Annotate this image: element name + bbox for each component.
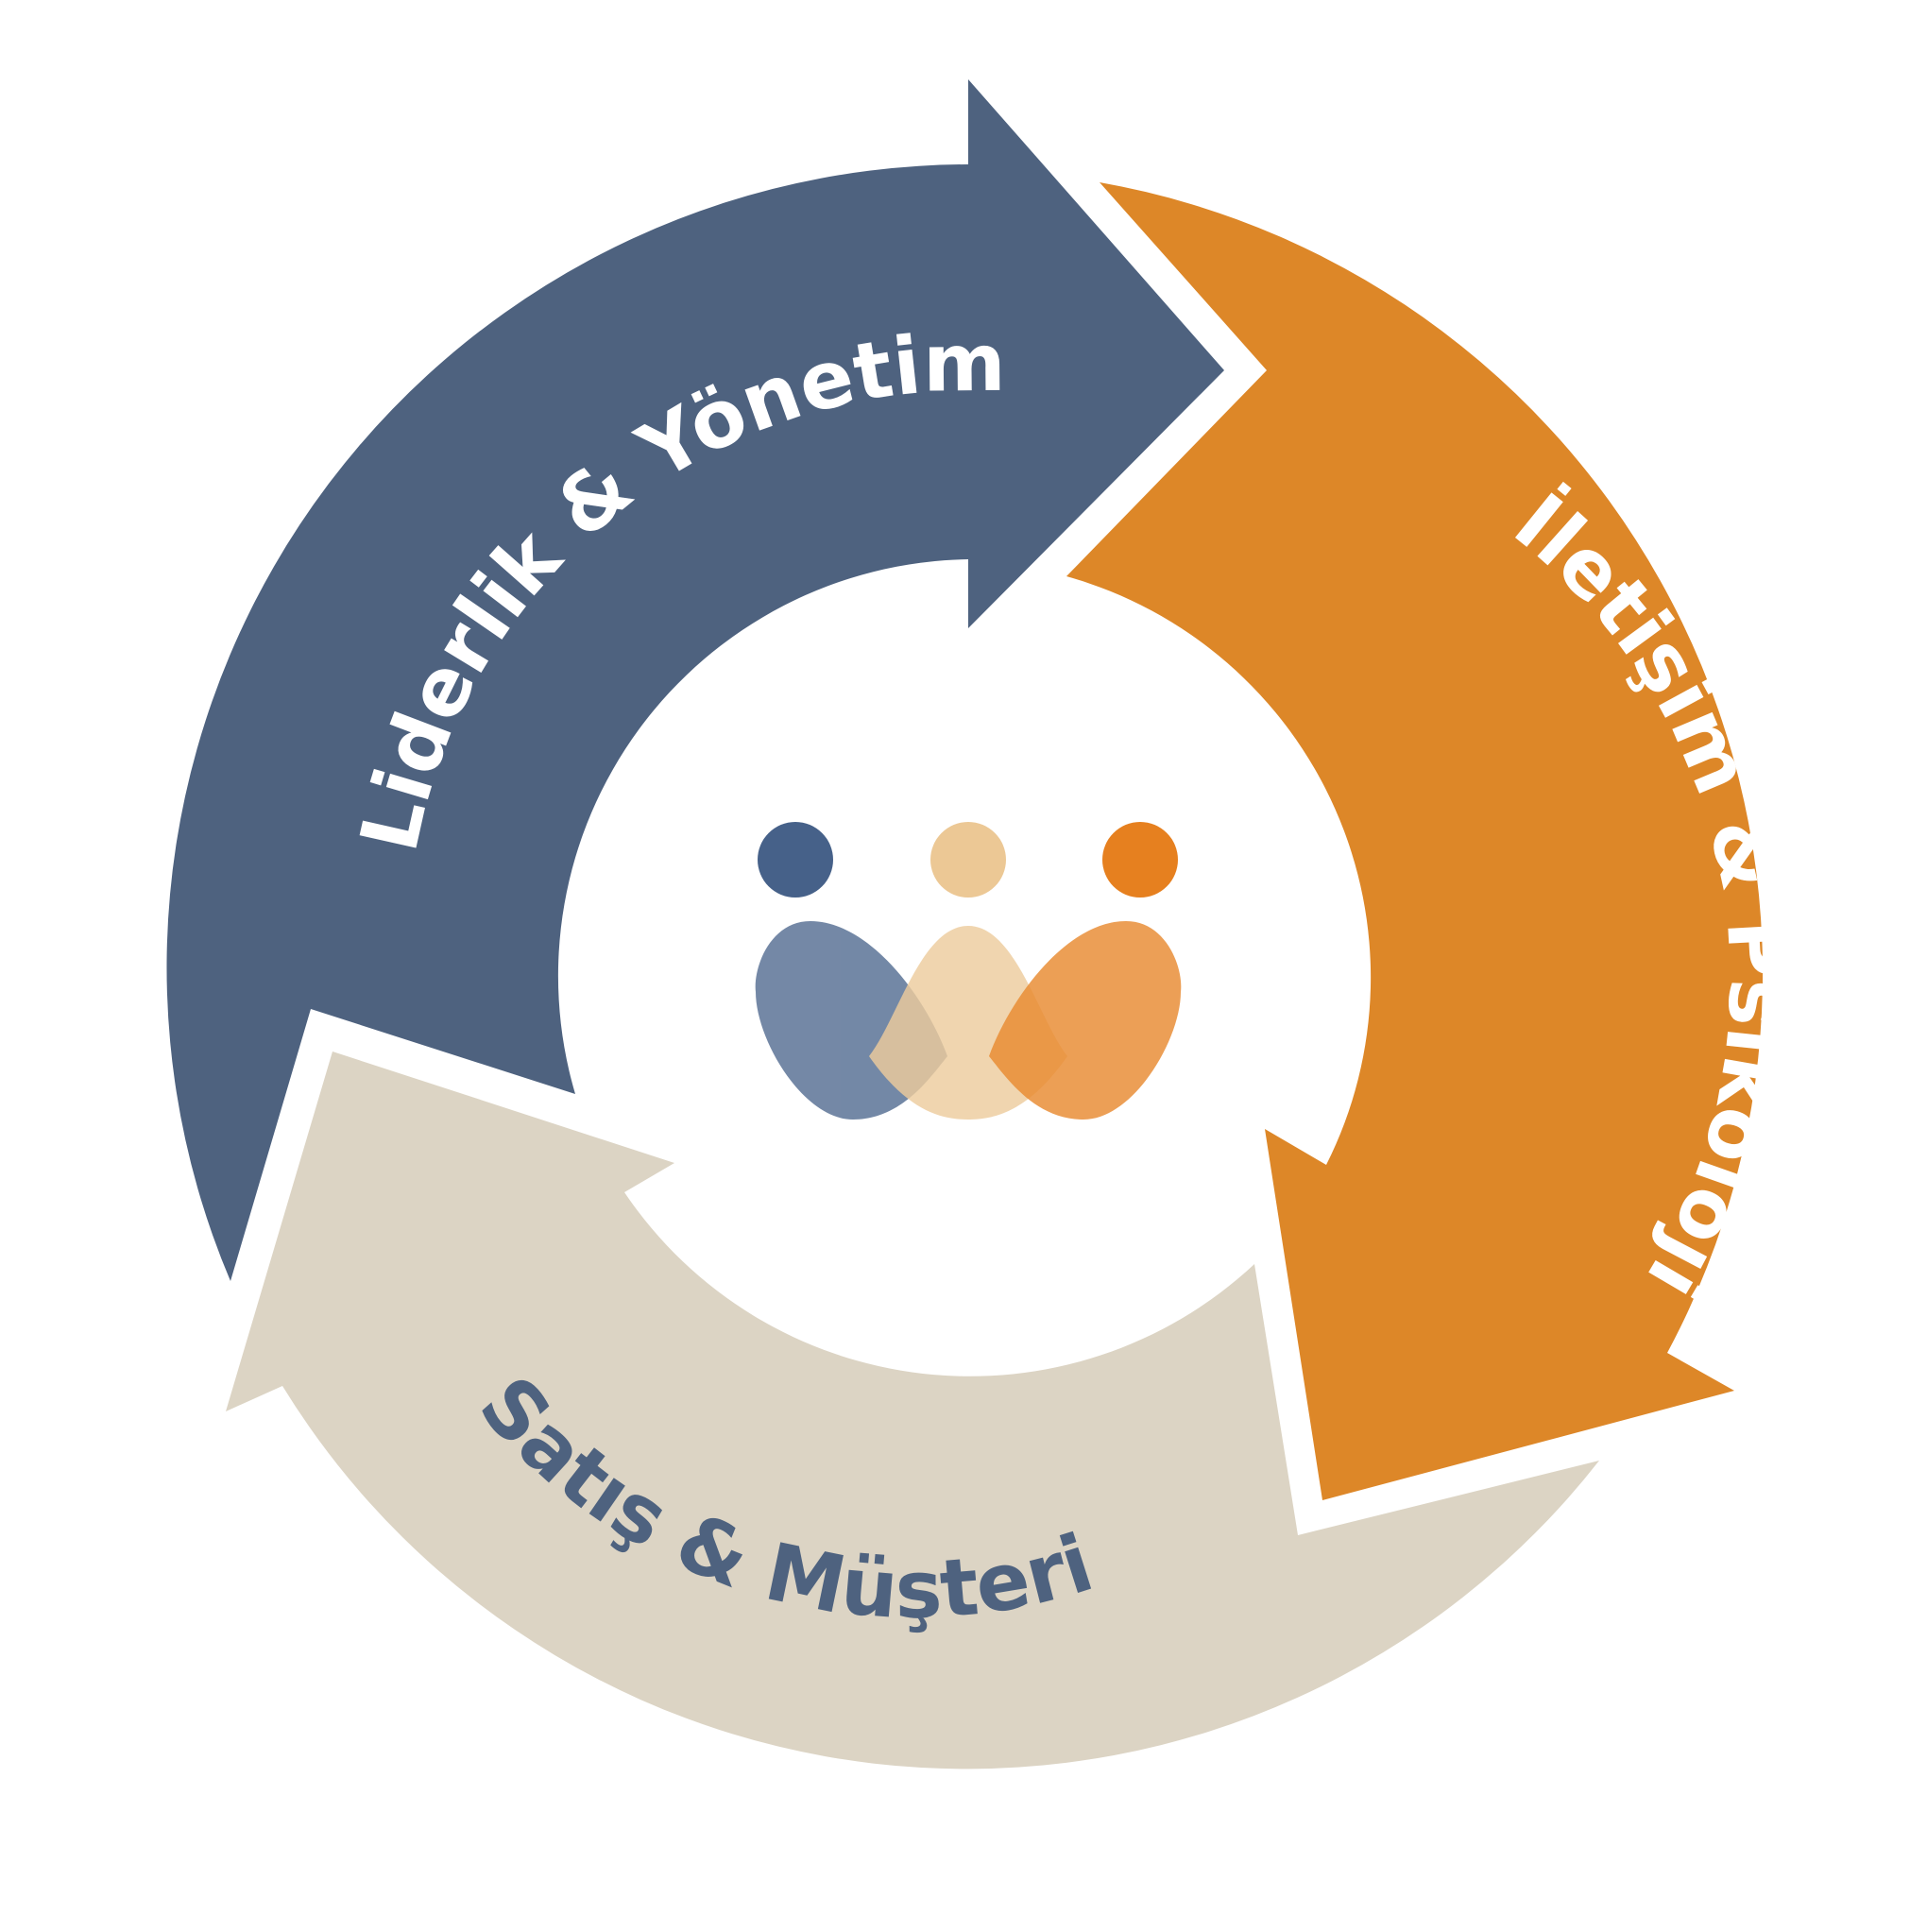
leadership-arrow bbox=[166, 79, 1225, 1281]
segment-sales: Satış & Müşteri bbox=[226, 1051, 1599, 1770]
logo-person-head-orange bbox=[1102, 822, 1178, 898]
communication-arrow bbox=[1066, 182, 1764, 1500]
sales-arrow bbox=[226, 1051, 1599, 1770]
logo-person-head-beige bbox=[930, 822, 1006, 898]
logo-person-body-orange bbox=[989, 921, 1182, 1120]
logo-person-head-blue bbox=[758, 822, 833, 898]
center-logo bbox=[755, 822, 1182, 1120]
